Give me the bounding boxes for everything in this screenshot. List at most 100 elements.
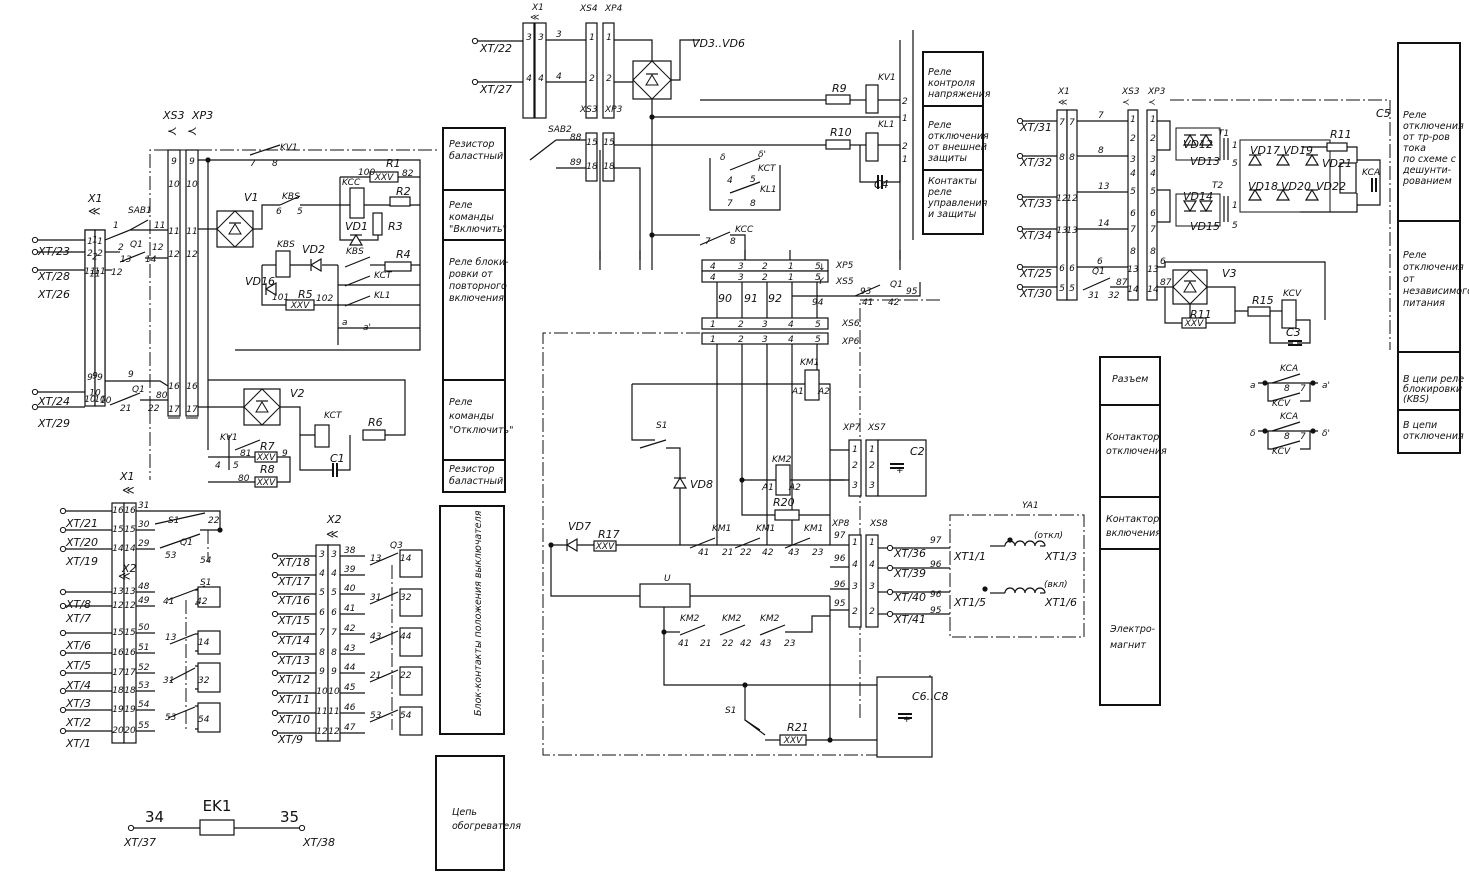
wire-num: 95 [930, 606, 942, 616]
wire-num: 92 [768, 292, 782, 305]
pin: 14 [1147, 285, 1159, 295]
diode-label: VD1 [345, 220, 368, 233]
caption-line: В цепи реле [1403, 374, 1464, 385]
wire [1300, 383, 1311, 402]
resistor-label: R4 [396, 248, 411, 261]
wire-num: 7 [250, 159, 256, 169]
x1-label: X1 [87, 192, 103, 205]
qf-frame [197, 662, 221, 693]
wire [792, 282, 921, 297]
cell-number: 2 [92, 253, 98, 263]
caption-line: и защиты [928, 209, 977, 220]
caption-line: повторного [449, 281, 507, 292]
x1-lower-pin: 14 [124, 544, 136, 554]
pin: 4 [1150, 169, 1156, 179]
wire-num: 95 [834, 599, 846, 609]
pin: 3 [762, 335, 768, 345]
x1-pin: 9 [87, 373, 93, 383]
pin: 7 [1069, 118, 1075, 128]
rectifier-v1 [216, 210, 254, 248]
wire-num: 87 [1160, 278, 1172, 288]
wire-num: 4 [556, 72, 562, 82]
wire-num: 12 [111, 268, 123, 278]
wire-num: 96 [834, 580, 846, 590]
pin: 4 [788, 335, 794, 345]
wire [1157, 261, 1326, 320]
x2-pin: 12 [316, 727, 328, 737]
pin: 3 [869, 481, 875, 491]
wire [1164, 287, 1191, 324]
xp7-col [848, 439, 862, 497]
pin: 1 [1232, 141, 1238, 151]
wire-num: 22 [400, 671, 412, 681]
terminal-label: XT/32 [1019, 156, 1052, 169]
resistor-r17 [593, 540, 617, 552]
caption-line: Контактор [1106, 432, 1159, 443]
x1-lower-pin: 16 [124, 506, 136, 516]
contact-label: KV1 [280, 143, 298, 153]
capacitor-label: C2 [910, 445, 925, 458]
connector-xp3-left [185, 149, 199, 417]
pin: 3 [738, 273, 744, 283]
wire-num: 22 [208, 516, 220, 526]
x1-pin: 2 [87, 249, 93, 259]
pin: 2 [902, 142, 908, 152]
coil-tap: XT1/6 [1044, 596, 1077, 609]
contact-kl1 [729, 181, 761, 194]
contact-label: Q1 [890, 280, 903, 290]
wire [149, 149, 440, 410]
resistor-label: R11 [1330, 128, 1352, 141]
xs3-pin: 10 [168, 180, 180, 190]
pin: 4 [1130, 169, 1136, 179]
wire-num: 54 [200, 556, 212, 566]
diode-label: VD8 [690, 478, 713, 491]
block-position-contacts [439, 505, 505, 735]
resistor-r10 [825, 139, 851, 150]
xs3-pin: 16 [168, 382, 180, 392]
caption-line: ровки от [448, 269, 493, 280]
pin: 3 [852, 582, 858, 592]
terminal-ring [59, 669, 67, 677]
xp3-pin: 11 [186, 227, 197, 237]
wire [1157, 120, 1171, 151]
terminal-ring [127, 824, 135, 832]
pin: 7 [1150, 225, 1156, 235]
resistor-mark: XXV [783, 736, 803, 746]
contact-km2 [759, 624, 786, 636]
terminal-ring [271, 630, 279, 638]
terminal-ring [271, 729, 279, 737]
pin: 1 [869, 445, 875, 455]
pin: 8 [1130, 247, 1136, 257]
heater-label: EK1 [203, 797, 232, 815]
relay-label: KCT [324, 411, 343, 421]
terminal-label: XT/19 [65, 555, 98, 568]
wire-num: 31 [370, 593, 381, 603]
pin: 3 [762, 320, 768, 330]
electromagnet-coil [1004, 587, 1046, 594]
point-a-prime: a' [363, 323, 371, 333]
resistor-r5 [285, 299, 315, 311]
diode-vd16 [264, 281, 277, 297]
x1-lower-col-b [123, 502, 137, 744]
caption-line: "Отключить" [449, 425, 513, 436]
contact-label: Q1 [180, 538, 193, 548]
x2-pin: 5 [319, 588, 325, 598]
diode-vd1 [348, 233, 364, 246]
xs3-pin: 12 [168, 250, 180, 260]
coil-note-on: (вкл) [1044, 580, 1068, 590]
pin: 7 [1130, 225, 1136, 235]
xs6-row [701, 317, 829, 330]
wire-num: 42 [740, 639, 752, 649]
x2-pin: 10 [316, 687, 328, 697]
wire [155, 510, 221, 531]
capacitor-label: C6..C8 [912, 690, 948, 703]
contact-kbs [279, 195, 301, 206]
contact-kct [729, 157, 761, 171]
xp4-label: XP4 [604, 4, 623, 14]
